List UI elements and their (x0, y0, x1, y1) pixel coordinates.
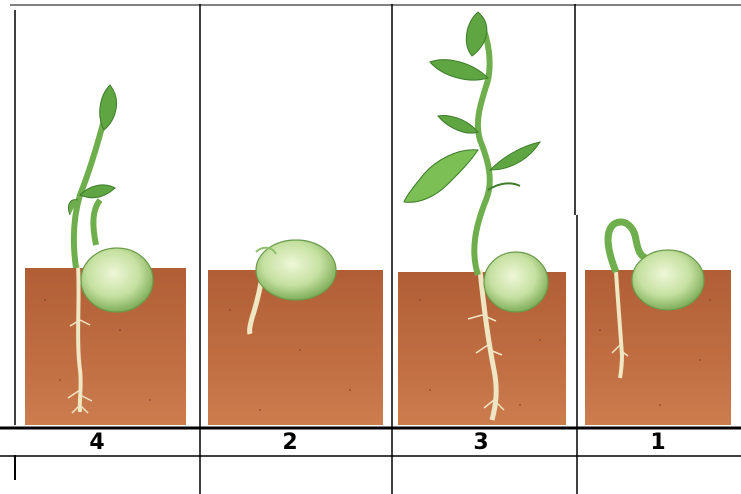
panel-label-2: 2 (282, 430, 297, 455)
leaf-3a (466, 12, 487, 56)
panel-label-1: 1 (650, 430, 665, 455)
leaf-3e (490, 142, 540, 170)
leaf-3c (438, 116, 478, 134)
seed-3 (484, 252, 548, 312)
seed-1 (632, 250, 704, 310)
leaf-3d (404, 150, 478, 203)
panel-label-3: 3 (473, 430, 488, 455)
seed-4 (81, 248, 153, 312)
stage-labels: 4 2 3 1 (89, 430, 665, 455)
leaf-3b (430, 60, 488, 80)
panel-label-4: 4 (89, 430, 104, 455)
leaf-4a (100, 85, 117, 130)
seed-2 (256, 240, 336, 300)
